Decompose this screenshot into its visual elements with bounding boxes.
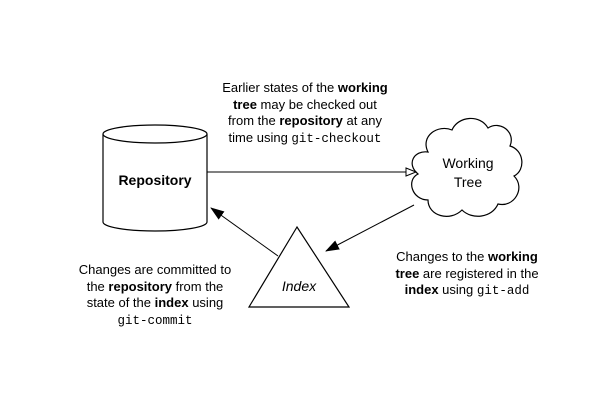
working-tree-cloud	[411, 117, 523, 217]
git-checkout-command: git-checkout	[291, 131, 382, 146]
working-tree-node: Working Tree	[411, 117, 523, 217]
working-tree-label-line2: Tree	[454, 174, 482, 190]
repository-label: Repository	[118, 172, 191, 188]
repository-node: Repository	[102, 124, 208, 232]
add-note: Changes to the working tree are register…	[395, 249, 539, 298]
add-arrow	[325, 204, 415, 252]
index-label: Index	[282, 278, 317, 294]
working-tree-label-line1: Working	[442, 155, 493, 171]
commit-note: Changes are committed to the repository …	[78, 262, 232, 328]
git-commit-command: git-commit	[117, 313, 193, 328]
repository-cylinder-body	[102, 134, 208, 232]
repository-cylinder-top	[102, 124, 208, 144]
index-node: Index	[247, 225, 351, 308]
git-add-command: git-add	[476, 284, 530, 298]
index-triangle	[247, 225, 351, 308]
commit-arrow	[210, 207, 279, 257]
checkout-note: Earlier states of the working tree may b…	[222, 80, 388, 146]
